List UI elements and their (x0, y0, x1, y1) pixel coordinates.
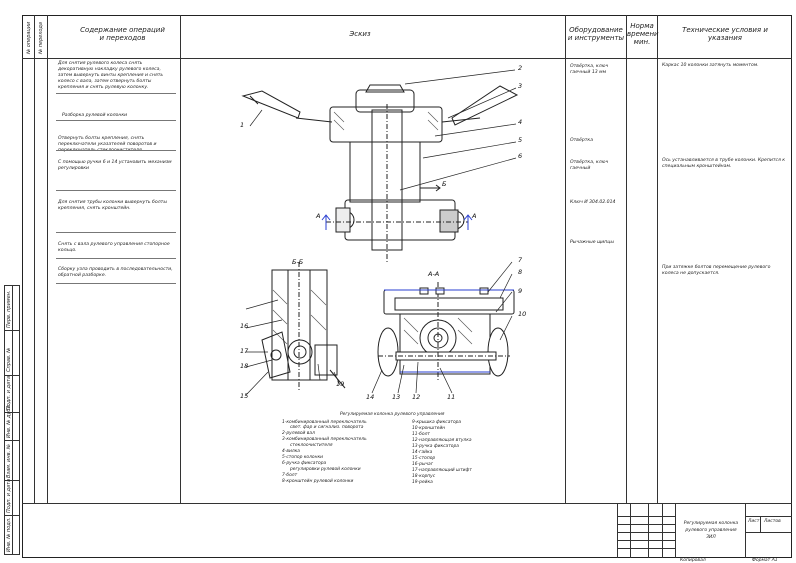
equipment-3: Отвёртка, ключ гаечный (570, 160, 609, 171)
pos-19: 19 (336, 380, 345, 388)
pos-15: 15 (240, 392, 249, 400)
col-conditions-header: Технические условия и указания (682, 26, 768, 42)
legend-right-8: 16-рычаг (412, 462, 434, 467)
legend-left-6: 4-вилка (282, 449, 300, 454)
equipment-2: Отвёртка (570, 138, 594, 143)
legend-right-7: 15-стопор (412, 456, 436, 461)
legend-right-1: 9-крышка фиксатора (412, 420, 462, 425)
legend-right-2: 10-кронштейн (412, 426, 446, 431)
section-bb-label: Б-Б (292, 258, 304, 266)
legend-left-10: 7-болт (282, 473, 298, 478)
pos-18: 18 (240, 362, 249, 370)
view-b-label: Б (442, 180, 447, 188)
legend-right-11: 19-рейка (412, 480, 433, 485)
pos-12: 12 (412, 393, 421, 401)
condition-3: При затяжке болтов перемещение рулевого … (662, 265, 771, 276)
legend-right-4: 12-направляющая втулка (412, 438, 472, 443)
operation-1: Для снятия рулевого колеса снять декорат… (58, 61, 164, 90)
legend-left-5: стеклоочистителя (290, 443, 333, 448)
copied-label: Копировал (680, 558, 706, 563)
col-equipment-header: Оборудование и инструменты (567, 26, 625, 42)
condition-2: Ось устанавливается в трубе колонки. Кре… (662, 158, 786, 169)
pos-13: 13 (392, 393, 401, 401)
legend-left-8: 6-ручка фиксатора (282, 461, 327, 466)
operation-5: Для снятия трубы колонки вывернуть болты… (58, 200, 167, 211)
pos-4: 4 (518, 118, 523, 126)
legend-right-6: 14-гайка (412, 450, 433, 455)
condition-1: Каркас 10 колонки затянуть моментом. (662, 63, 759, 68)
view-a-label-right: А (472, 212, 477, 220)
title-block-sheet: Лист (748, 519, 760, 524)
legend-left-7: 5-стопор колонки (282, 455, 323, 460)
pos-10: 10 (518, 310, 527, 318)
pos-1: 1 (240, 121, 245, 129)
legend-left-2: свет. фар и сигнализ. поворота (290, 425, 364, 430)
operation-4: С помощью ручки 6 и 14 установить механи… (58, 160, 172, 171)
pos-7: 7 (518, 256, 523, 264)
operation-6: Снять с вала рулевого управления стопорн… (58, 242, 170, 253)
pos-14: 14 (366, 393, 375, 401)
equipment-5: Рычажные щипцы (570, 240, 615, 245)
equipment-1: Отвёртка, ключ гаечный 13 мм (570, 64, 609, 75)
legend-left-1: 1-комбинированный переключатель (282, 420, 367, 425)
view-a-label-left: А (316, 212, 321, 220)
drawing-frame (22, 15, 792, 558)
equipment-4: Ключ И 304.02.014 (570, 200, 616, 205)
legend-right-5: 13-ручка фиксатора (412, 444, 459, 449)
legend-left-3: 2-рулевой вал (282, 431, 315, 436)
title-block-name: Регулируемая колонка рулевого управления… (683, 521, 739, 540)
pos-17: 17 (240, 347, 249, 355)
col-sketch-header: Эскиз (349, 30, 371, 38)
operation-7: Сборку узла проводить в последовательнос… (58, 267, 173, 278)
pos-5: 5 (518, 136, 523, 144)
pos-6: 6 (518, 152, 523, 160)
legend-right-9: 17-направляющий штифт (412, 468, 472, 473)
legend-title: Регулируемая колонка рулевого управления (340, 412, 445, 417)
title-block (617, 503, 792, 558)
legend-right-10: 18-корпус (412, 474, 436, 479)
legend-right-3: 11-болт (412, 432, 430, 437)
pos-8: 8 (518, 268, 523, 276)
col-time-header: Норма времени мин. (627, 22, 659, 46)
pos-9: 9 (518, 287, 523, 295)
pos-16: 16 (240, 322, 249, 330)
operation-2: Разборка рулевой колонки (62, 113, 128, 118)
legend-left-11: 8-кронштейн рулевой колонки (282, 479, 354, 484)
section-aa-label: А-А (428, 270, 440, 278)
legend-left-9: регулировки рулевой колонки (290, 467, 361, 472)
format-label: Формат А1 (752, 558, 778, 563)
pos-2: 2 (518, 64, 523, 72)
legend-left-4: 3-комбинированный переключатель (282, 437, 367, 442)
pos-11: 11 (447, 393, 456, 401)
title-block-sheets: Листов (764, 519, 781, 524)
pos-3: 3 (518, 82, 523, 90)
col-content-header: Содержание операций и переходов (80, 26, 165, 42)
